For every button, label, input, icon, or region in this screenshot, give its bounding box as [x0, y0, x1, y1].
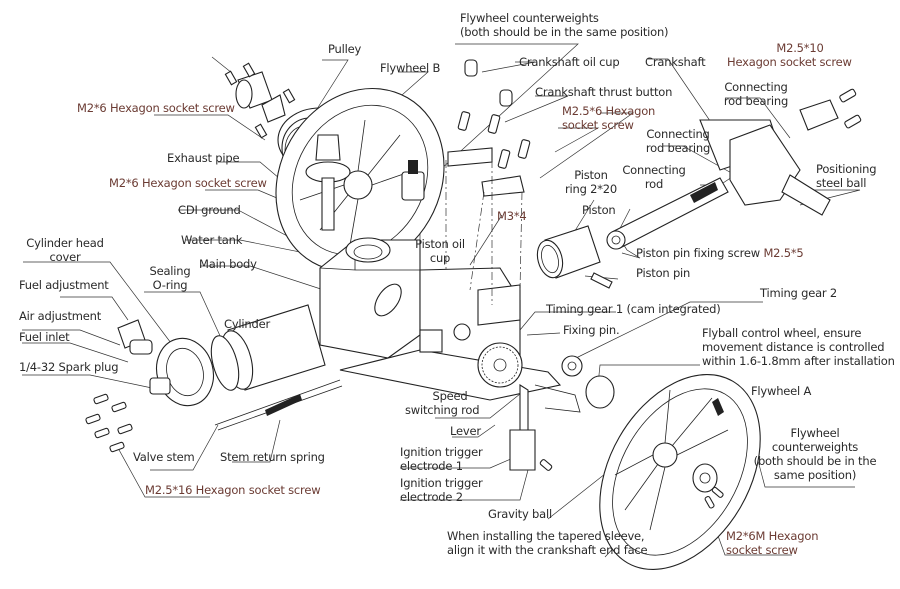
bearing-caps-drawing [445, 59, 531, 326]
label-timing-gear-2: Timing gear 2 [760, 286, 838, 300]
label-piston-pin: Piston pin [636, 266, 691, 280]
label-m25x16: M2.5*16 Hexagon socket screw [145, 483, 321, 497]
label-crankshaft: Crankshaft [645, 55, 706, 69]
piston-drawing [536, 225, 613, 289]
label-fuel-adjustment: Fuel adjustment [19, 278, 109, 292]
crankshaft-drawing [606, 88, 862, 250]
label-ignition-trigger-1-line2: electrode 1 [400, 459, 463, 473]
label-positioning-steel-ball-2: steel ball [816, 176, 867, 190]
timing-gears-drawing [477, 342, 615, 471]
label-m2x6-screw-1: M2*6 Hexagon socket screw [77, 101, 235, 115]
label-ignition-trigger-1-line1: Ignition trigger [400, 445, 483, 459]
label-spark-plug: 1/4-32 Spark plug [19, 360, 119, 374]
label-lever: Lever [450, 424, 481, 438]
label-main-body: Main body [199, 257, 257, 271]
label-positioning-steel-ball-1: Positioning [816, 162, 877, 176]
label-exhaust-pipe: Exhaust pipe [167, 151, 240, 165]
label-piston: Piston [582, 203, 616, 217]
label-m25x10-line2: Hexagon socket screw [727, 55, 852, 69]
label-m25x10-line1: M2.5*10 [776, 41, 824, 55]
cylinder-drawing [85, 304, 343, 453]
label-ignition-trigger-2-line1: Ignition trigger [400, 476, 483, 490]
flywheel-b-drawing [275, 87, 445, 273]
label-m2x6-screw-2: M2*6 Hexagon socket screw [109, 176, 267, 190]
label-flywheel-b: Flywheel B [380, 61, 441, 75]
label-m2x6m-line1: M2*6M Hexagon [726, 529, 819, 543]
label-fixing-pin: Fixing pin. [563, 323, 620, 337]
label-tapered-sleeve-1: When installing the tapered sleeve, [447, 529, 645, 543]
label-flyball-1: Flyball control wheel, ensure [702, 326, 862, 340]
label-cdi-ground: CDI ground [178, 203, 241, 217]
label-piston-oil-cup-2: cup [429, 251, 451, 265]
piston-pin-fixing-screw-spec: M2.5*5 [763, 246, 804, 260]
label-flywheel-counterweights-bottom-4: same position) [773, 468, 857, 482]
label-gravity-ball: Gravity ball [488, 507, 552, 521]
label-tapered-sleeve-2: align it with the crankshaft end face [447, 543, 648, 557]
label-flywheel-counterweights-top-2: (both should be in the same position) [460, 25, 669, 39]
label-connecting-rod-2: rod [644, 177, 664, 191]
label-connecting-rod-bearing-a-2: rod bearing [723, 94, 789, 108]
label-piston-pin-fixing-screw: Piston pin fixing screw M2.5*5 [636, 246, 804, 260]
label-cylinder: Cylinder [224, 317, 271, 331]
label-water-tank: Water tank [181, 233, 243, 247]
label-sealing-oring-2: O-ring [152, 278, 188, 292]
label-fuel-inlet: Fuel inlet [19, 330, 70, 344]
label-flywheel-counterweights-bottom-2: counterweights [771, 440, 859, 454]
label-sealing-oring-1: Sealing [149, 264, 191, 278]
label-m2x6m-line2: socket screw [726, 543, 798, 557]
label-m3x4: M3*4 [497, 209, 527, 223]
label-connecting-rod-bearing-a-1: Connecting [724, 80, 788, 94]
label-cylinder-head-cover-2: cover [49, 250, 81, 264]
label-stem-return-spring: Stem return spring [220, 450, 325, 464]
label-piston-ring-2: ring 2*20 [564, 182, 618, 196]
label-speed-switching-rod-1: Speed [432, 389, 468, 403]
label-m25x6-line1: M2.5*6 Hexagon [562, 104, 656, 118]
label-pulley: Pulley [328, 42, 362, 56]
label-timing-gear-1: Timing gear 1 (cam integrated) [546, 302, 721, 316]
label-connecting-rod-bearing-b-1: Connecting [646, 127, 710, 141]
label-cylinder-head-cover-1: Cylinder head [26, 236, 104, 250]
label-crankshaft-thrust-button: Crankshaft thrust button [535, 85, 673, 99]
piston-pin-fixing-screw-name: Piston pin fixing screw [636, 246, 760, 260]
label-flywheel-counterweights-bottom-3: (both should be in the [753, 454, 877, 468]
label-flyball-2: movement distance is controlled [702, 340, 885, 354]
label-flyball-3: within 1.6-1.8mm after installation [702, 354, 895, 368]
label-ignition-trigger-2-line2: electrode 2 [400, 490, 463, 504]
label-flywheel-counterweights-top-1: Flywheel counterweights [460, 11, 599, 25]
label-piston-oil-cup-1: Piston oil [415, 237, 465, 251]
label-connecting-rod-bearing-b-2: rod bearing [645, 141, 711, 155]
label-valve-stem: Valve stem [133, 450, 195, 464]
label-speed-switching-rod-2: switching rod [405, 403, 480, 417]
label-flywheel-a: Flywheel A [751, 384, 812, 398]
label-connecting-rod-1: Connecting [622, 163, 686, 177]
flywheel-a-drawing [599, 374, 761, 570]
label-air-adjustment: Air adjustment [19, 309, 102, 323]
label-flywheel-counterweights-bottom-1: Flywheel [790, 426, 840, 440]
label-piston-ring-1: Piston [574, 168, 608, 182]
label-m25x6-line2: socket screw [562, 118, 634, 132]
label-crankshaft-oil-cup: Crankshaft oil cup [519, 55, 620, 69]
